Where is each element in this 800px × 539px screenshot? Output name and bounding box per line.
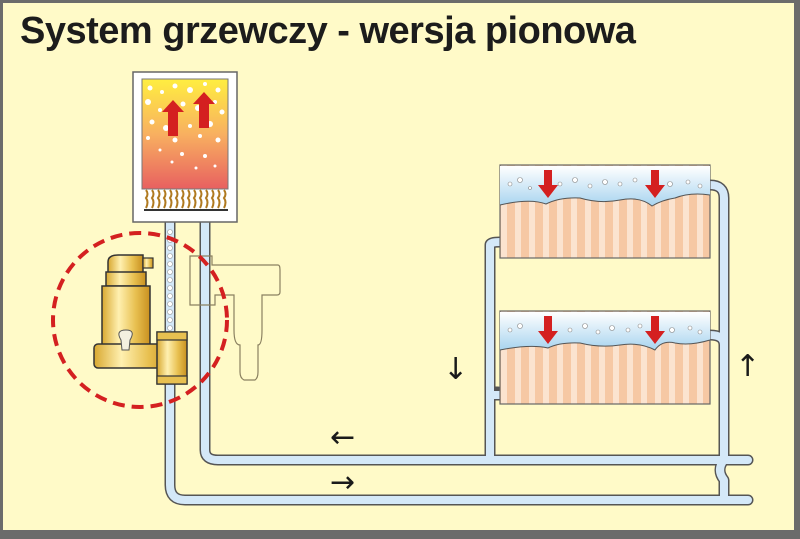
boiler [132,71,238,223]
separator-vent [142,257,154,269]
flow-arrow-right-icon: → [330,465,356,500]
flow-arrow-left-icon: ← [330,420,356,455]
red-arrow-down-3 [538,316,558,344]
pipe-network [164,179,754,506]
boiler-chamber [141,78,229,190]
red-arrow-down-2 [645,170,665,198]
separator-badge [118,329,133,351]
flow-arrow-down-icon: ↓ [443,352,469,387]
boiler-up-arrows [162,92,215,136]
radiator-lower [499,310,711,405]
page-title: System grzewczy - wersja pionowa [20,10,636,52]
highlight-circle [51,231,229,409]
red-arrow-down-4 [645,316,665,344]
return-pipe [201,218,752,464]
red-arrow-down-1 [538,170,558,198]
radiator-supply-riser [706,181,728,504]
red-arrow-up-2 [193,92,215,128]
radiator-upper [499,164,711,259]
supply-pipe [166,218,752,504]
burner-flames [144,189,227,209]
ghost-valve-outline [189,255,281,381]
flow-arrow-up-icon: ↑ [735,349,761,384]
air-separator [93,254,188,385]
radiator-return-riser [486,238,504,464]
boiler-bubbles [145,82,225,170]
red-arrow-up-1 [162,100,184,136]
